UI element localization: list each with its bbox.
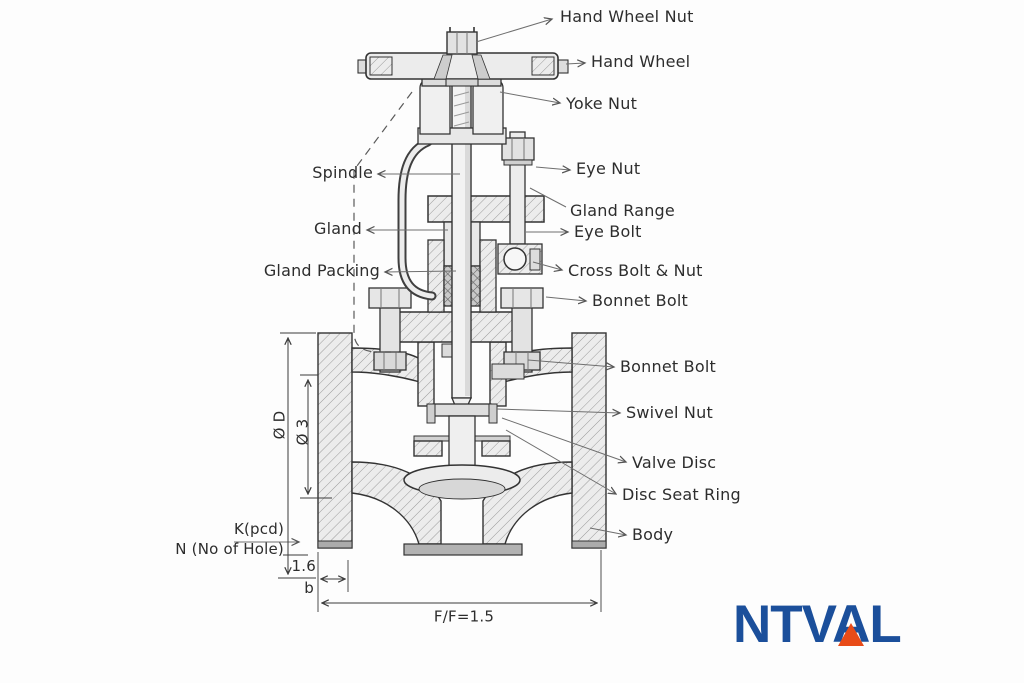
right-flange bbox=[571, 332, 607, 549]
label-eye-nut: Eye Nut bbox=[576, 159, 641, 179]
label-body: Body bbox=[632, 525, 674, 545]
dimension-lines bbox=[278, 332, 602, 612]
label-hand-wheel-nut: Hand Wheel Nut bbox=[560, 7, 694, 27]
yoke-dashed-outline bbox=[353, 91, 413, 353]
ntval-logo-text: NTVAL bbox=[733, 595, 902, 654]
label-bonnet-bolt-lower: Bonnet Bolt bbox=[620, 357, 716, 377]
label-valve-disc: Valve Disc bbox=[632, 453, 717, 473]
ntval-logo: NTVAL bbox=[733, 594, 943, 656]
label-eye-bolt: Eye Bolt bbox=[574, 222, 642, 242]
hand-wheel-nut-drawing bbox=[446, 27, 478, 55]
label-yoke-nut: Yoke Nut bbox=[566, 94, 638, 114]
label-diameter-outer: Ø D bbox=[270, 410, 289, 440]
bonnet-bolt-left-drawing bbox=[368, 287, 412, 373]
cross-bolt-drawing bbox=[503, 247, 527, 271]
label-swivel-nut: Swivel Nut bbox=[626, 403, 713, 423]
label-bonnet-bolt-upper: Bonnet Bolt bbox=[592, 291, 688, 311]
label-disc-seat-ring: Disc Seat Ring bbox=[622, 485, 741, 505]
label-hand-wheel: Hand Wheel bbox=[591, 52, 691, 72]
label-spindle: Spindle bbox=[312, 163, 373, 183]
label-gland-packing: Gland Packing bbox=[263, 261, 380, 281]
swivel-nut-drawing bbox=[432, 403, 492, 417]
eye-bolt-assembly-drawing bbox=[497, 131, 543, 275]
label-face-to-face: F/F=1.5 bbox=[433, 607, 495, 626]
label-gland: Gland bbox=[314, 219, 362, 239]
left-flange bbox=[317, 332, 353, 549]
hand-wheel-drawing bbox=[357, 27, 569, 87]
label-flange-thickness: b bbox=[304, 578, 314, 597]
label-pcd: K(pcd) bbox=[233, 519, 284, 538]
label-raised-face: 1.6 bbox=[291, 556, 316, 575]
valve-disc-drawing bbox=[403, 403, 521, 500]
label-holes: N (No of Hole) bbox=[175, 539, 284, 558]
label-cross-bolt-nut: Cross Bolt & Nut bbox=[568, 261, 703, 281]
ntval-logo-triangle-icon bbox=[838, 623, 864, 646]
label-gland-range: Gland Range bbox=[570, 201, 675, 221]
label-diameter-inner: Ø 3 bbox=[293, 418, 312, 446]
leader-lines bbox=[234, 19, 626, 542]
